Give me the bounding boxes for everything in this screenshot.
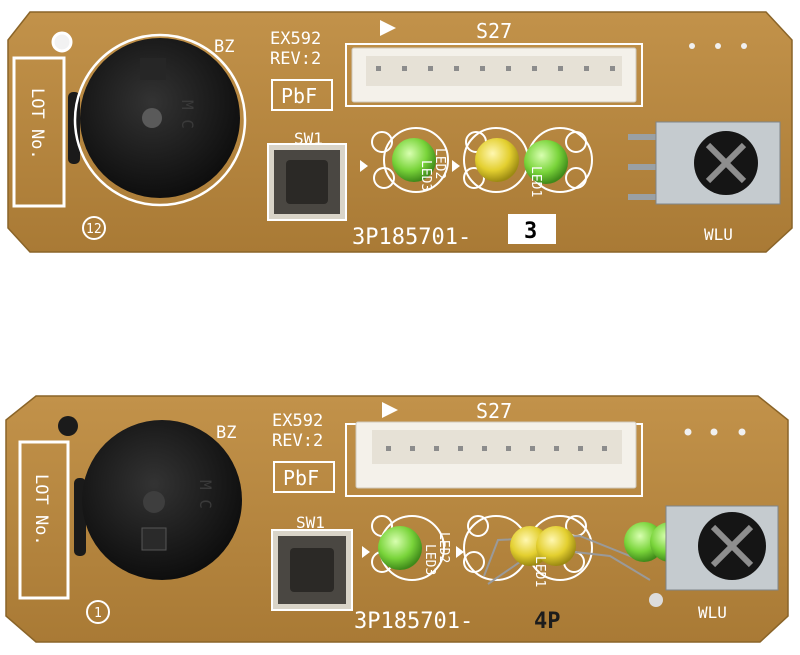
circle-number-ring [82,216,106,240]
pbf-box [273,461,335,493]
buzzer-marks: M C [196,480,215,509]
bz-label: BZ [214,37,234,57]
wlu-label: WLU [698,603,727,622]
led2-label: LED2 [436,532,451,563]
buzzer-marking [140,58,166,80]
led3-label: LED3 [422,544,437,575]
vias [684,428,746,436]
led1-label: LED1 [528,166,543,197]
switch-button [286,160,328,204]
part-suffix-box [508,214,556,244]
led-yellow [475,138,519,182]
led-polarity [456,546,464,558]
connector-pins [376,66,615,71]
circle-number-ring [86,600,110,624]
led-polarity [360,160,368,172]
connector-pins [386,446,607,451]
led1-label: LED1 [532,556,547,587]
board-bottom: LOT No. M C BZ EX592 REV:2 PbF S27 SW1 [5,395,789,643]
pbf-box [271,79,333,111]
led2-label: LED2 [432,148,447,179]
connector-label: S27 [476,399,512,423]
lot-slot [68,92,80,164]
led-polarity [452,160,460,172]
led-green [392,138,436,182]
led-green [378,526,422,570]
mounting-hole [58,416,78,436]
circle-number: 12 [86,222,102,237]
rev-label: REV:2 [270,49,321,69]
part-suffix: 4P [534,609,561,634]
led-polarity [362,546,370,558]
mounting-hole [53,33,71,51]
led-yellow [536,526,576,566]
part-number: 3P185701- [354,609,473,634]
sw1-label: SW1 [296,513,325,532]
led-green [524,140,568,184]
buzzer-marking [141,527,167,551]
pin1-arrow [380,20,396,36]
buzzer-hole [143,491,165,513]
lot-box [18,440,70,600]
led3-label: LED3 [418,160,433,191]
model-label: EX592 [270,29,321,49]
board-top: LOT No. M C BZ EX592 REV:2 PbF S27 SW1 [7,11,793,253]
switch-button [290,548,334,592]
receiver-cross [710,524,754,568]
rev-label: REV:2 [272,431,323,451]
receiver-pins [628,134,664,200]
connector-inner [372,430,622,464]
lot-label: LOT No. [27,88,47,160]
part-suffix: 3 [524,219,537,244]
pbf-label: PbF [281,84,317,108]
lot-box [12,56,66,208]
buzzer-marks: M C [178,100,197,129]
connector-outline [345,43,643,107]
receiver-cross [705,142,747,184]
connector-inner [366,56,622,86]
pbf-label: PbF [283,466,319,490]
vias [689,43,747,49]
buzzer-hole [142,108,162,128]
mounting-hole [51,31,73,53]
part-number: 3P185701- [352,225,471,250]
bz-label: BZ [216,423,236,443]
connector-label: S27 [476,19,512,43]
model-label: EX592 [272,411,323,431]
circle-number: 1 [94,606,102,621]
pin1-arrow [382,402,398,418]
wlu-label: WLU [704,225,733,244]
lot-label: LOT No. [31,474,51,546]
mounting-hole [649,593,663,607]
buzzer-rim [73,33,247,207]
